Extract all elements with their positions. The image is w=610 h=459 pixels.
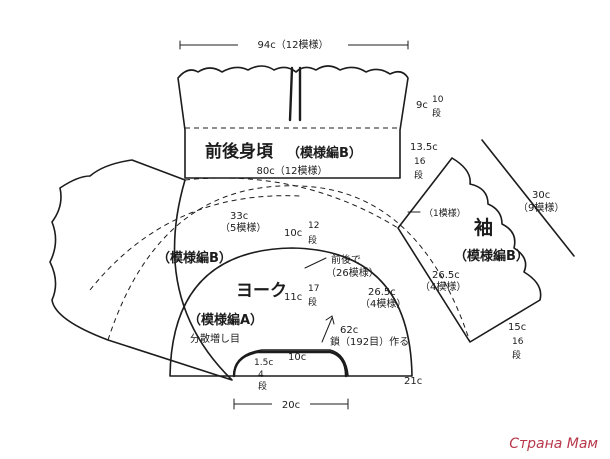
- neck-opening-lines: [288, 66, 302, 122]
- front-back-leader: [304, 257, 327, 269]
- sleeve-outline: [397, 157, 542, 343]
- neck-pickup-note: 鎖（192目）作る: [330, 335, 409, 348]
- body-side-rows: 16: [414, 157, 426, 167]
- sleeve-length-1-pattern: （4模様）: [420, 280, 466, 293]
- yoke-height-rows: 10: [432, 95, 444, 105]
- sleeve-length-1: 26.5c: [432, 270, 460, 281]
- body-title: 前後身頃: [205, 141, 274, 162]
- neck-width-label: 20c: [282, 400, 300, 411]
- bottom-arm-label: 21c: [404, 376, 422, 387]
- depth-1-label: 10c: [284, 228, 302, 239]
- left-panel-outline: [49, 159, 233, 381]
- body-pattern: （模様編B）: [287, 145, 362, 161]
- front-back-note-2: （26模様）: [326, 266, 379, 279]
- depth-1-unit: 段: [308, 234, 317, 246]
- top-width-ticks: [179, 40, 409, 50]
- yoke-height-label: 9c: [416, 100, 428, 111]
- outer-yoke-arc: [107, 185, 471, 343]
- top-width-label: 94c（12模様）: [258, 38, 329, 51]
- sleeve-top-pattern: （9模様）: [518, 201, 564, 214]
- body-side-height-label: 13.5c: [410, 142, 438, 153]
- depth-3-label: 10c: [288, 352, 306, 363]
- left-yoke-arc: [89, 195, 301, 291]
- sleeve-title: 袖: [474, 216, 493, 239]
- body-side-unit: 段: [414, 169, 423, 181]
- one-pattern-label: （1模様）: [424, 207, 466, 219]
- depth-2-label: 11c: [284, 292, 302, 303]
- sleeve-length-2: 26.5c: [368, 287, 396, 298]
- rib-unit: 段: [258, 380, 267, 392]
- yoke-pattern: （模様編A）: [188, 312, 263, 328]
- neck-arrow-icon: [321, 315, 335, 343]
- yoke-arc-pattern: （5模様）: [220, 221, 266, 234]
- rib-height-label: 1.5c: [254, 358, 273, 368]
- yoke-height-unit: 段: [432, 107, 441, 119]
- depth-2-rows: 17: [308, 284, 319, 294]
- sleeve-end-unit: 段: [512, 349, 521, 361]
- sleeve-inner-line: [397, 227, 471, 343]
- sleeve-end-rows: 16: [512, 337, 524, 347]
- increase-note: 分散増し目: [190, 332, 240, 345]
- neck-label: 62c: [340, 325, 358, 336]
- body-hem-label: 80c（12模様）: [257, 164, 328, 177]
- yoke-outline: [169, 247, 413, 377]
- sleeve-top-label: 30c: [532, 190, 550, 201]
- depth-2-unit: 段: [308, 296, 317, 308]
- left-pattern-label: （模様編B）: [157, 250, 232, 266]
- yoke-arc-label: 33c: [230, 211, 248, 222]
- front-back-note-1: 前後で: [331, 253, 361, 266]
- upper-yoke-arc: [184, 177, 399, 229]
- sleeve-end-label: 15c: [508, 322, 526, 333]
- sleeve-pattern: （模様編B）: [454, 248, 529, 264]
- neckline: [232, 350, 348, 378]
- rib-rows: 4: [258, 370, 264, 380]
- watermark: Страна Мам: [509, 436, 598, 452]
- yoke-title: ヨーク: [236, 281, 287, 301]
- depth-1-rows: 12: [308, 221, 319, 231]
- sleeve-top-dim-line: [481, 139, 575, 257]
